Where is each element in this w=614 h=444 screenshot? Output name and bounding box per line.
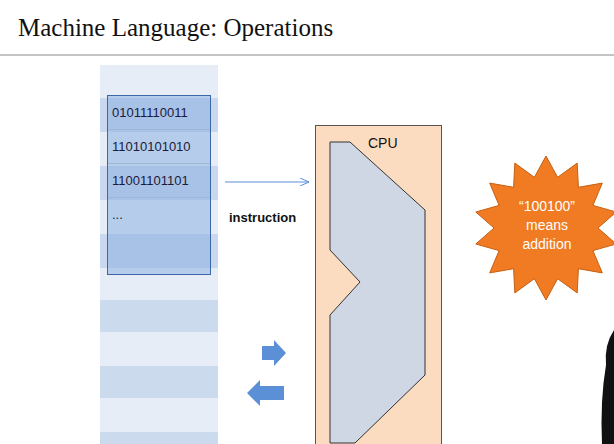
slide-title: Machine Language: Operations xyxy=(18,14,333,42)
memory-column xyxy=(100,65,218,444)
instruction-arrow xyxy=(225,182,309,183)
cpu-box: CPU xyxy=(315,125,442,444)
data-arrows xyxy=(247,340,286,406)
memory-word: 01011110011 xyxy=(108,96,210,130)
memory-block: 010111100111101010101011001101101... xyxy=(107,95,211,275)
callout-text: “100100” means addition xyxy=(511,197,583,254)
edge-label: instruction xyxy=(227,210,298,225)
memory-word: 11001101101 xyxy=(108,164,210,198)
title-rule xyxy=(0,55,614,56)
callout-starburst: “100100” means addition xyxy=(472,155,614,305)
memory-word: ... xyxy=(108,198,210,232)
component-label: CPU xyxy=(368,135,398,151)
person-silhouette xyxy=(602,330,614,444)
alu-shape xyxy=(315,125,442,444)
memory-word: 11010101010 xyxy=(108,130,210,164)
